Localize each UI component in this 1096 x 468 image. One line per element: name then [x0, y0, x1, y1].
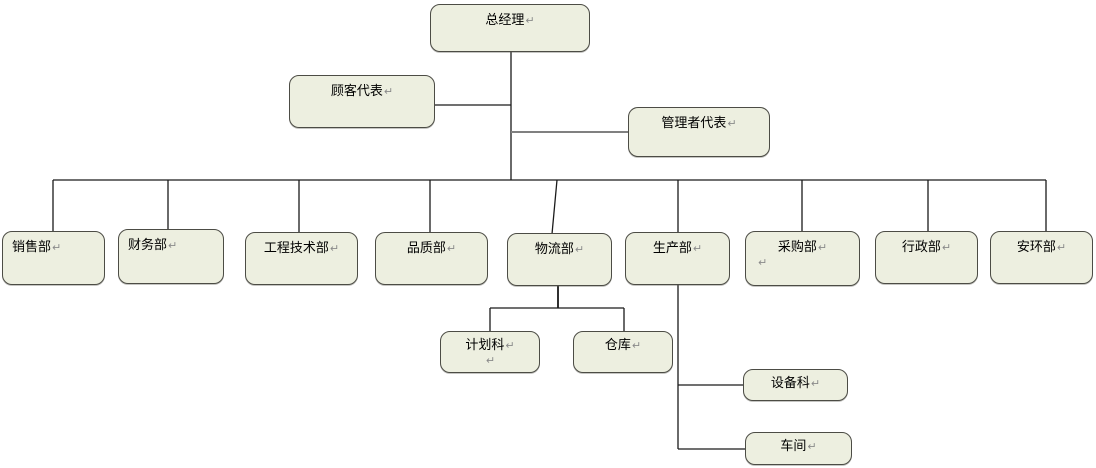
return-mark-icon: ↵: [810, 377, 821, 390]
node-quality-dept[interactable]: 品质部↵: [375, 232, 488, 285]
node-purchasing-dept[interactable]: 采购部↵ ↵: [745, 231, 860, 286]
node-planning-section[interactable]: 计划科↵ ↵: [440, 331, 540, 373]
node-label: 品质部: [406, 241, 446, 256]
return-mark-icon: ↵: [727, 117, 737, 130]
node-logistics-dept[interactable]: 物流部↵: [507, 233, 612, 286]
node-label: 总经理: [485, 13, 525, 28]
return-mark-icon: ↵: [574, 243, 585, 256]
return-mark-icon: ↵: [485, 354, 496, 367]
node-label: 工程技术部: [263, 241, 329, 256]
return-mark-icon: ↵: [52, 241, 62, 254]
node-customer-representative[interactable]: 顾客代表↵: [289, 75, 435, 128]
node-warehouse[interactable]: 仓库↵: [573, 331, 673, 373]
node-sales-dept[interactable]: 销售部↵: [2, 231, 105, 285]
node-label: 车间: [780, 439, 807, 454]
return-mark-icon: ↵: [631, 339, 642, 352]
return-mark-icon: ↵: [807, 440, 817, 453]
node-label: 物流部: [534, 242, 574, 257]
connector-line: [551, 179, 558, 235]
return-mark-icon: ↵: [1056, 241, 1067, 254]
node-label: 采购部: [777, 240, 817, 255]
node-label: 安环部: [1016, 240, 1056, 255]
return-mark-icon: ↵: [446, 242, 457, 255]
node-management-representative[interactable]: 管理者代表↵: [628, 107, 770, 157]
node-safety-environment-dept[interactable]: 安环部↵: [990, 231, 1093, 284]
node-production-dept[interactable]: 生产部↵: [625, 232, 730, 285]
node-label: 行政部: [901, 240, 941, 255]
node-workshop[interactable]: 车间↵: [745, 432, 852, 465]
node-label: 管理者代表: [661, 116, 727, 131]
return-mark-icon: ↵: [168, 239, 178, 252]
return-mark-icon: ↵: [383, 85, 394, 98]
node-label: 顾客代表: [330, 84, 383, 99]
return-mark-icon: ↵: [329, 242, 340, 255]
return-mark-icon: ↵: [941, 241, 952, 254]
node-label: 仓库: [604, 338, 631, 353]
return-mark-icon: ↵: [758, 256, 768, 269]
node-equipment-section[interactable]: 设备科↵: [743, 369, 848, 401]
node-admin-dept[interactable]: 行政部↵: [875, 231, 978, 284]
node-label: 销售部: [12, 240, 52, 255]
node-finance-dept[interactable]: 财务部↵: [118, 229, 224, 284]
node-engineering-dept[interactable]: 工程技术部↵: [245, 232, 358, 285]
node-general-manager[interactable]: 总经理↵: [430, 4, 590, 52]
return-mark-icon: ↵: [817, 241, 828, 254]
node-label: 设备科: [770, 376, 810, 391]
return-mark-icon: ↵: [505, 339, 515, 352]
return-mark-icon: ↵: [692, 242, 703, 255]
node-label: 生产部: [652, 241, 692, 256]
return-mark-icon: ↵: [525, 14, 535, 27]
node-label: 财务部: [128, 238, 168, 253]
node-label: 计划科: [465, 338, 505, 353]
